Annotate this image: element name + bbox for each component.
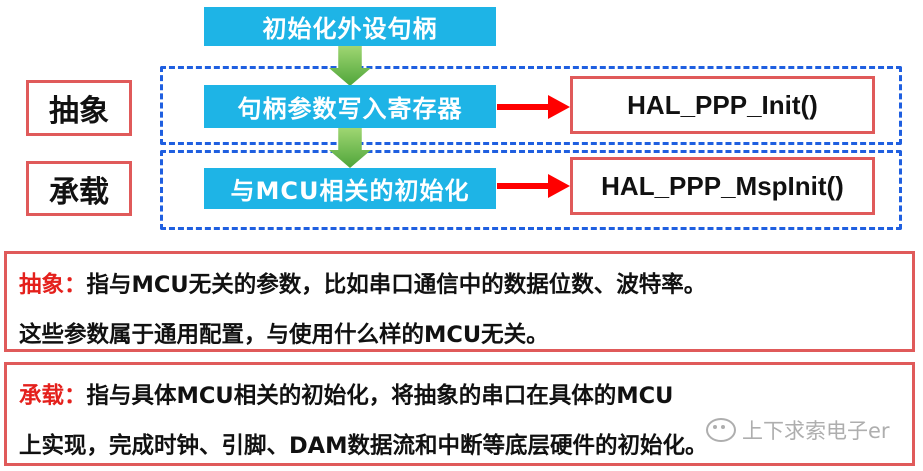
desc-abstract-line1: 抽象：指与MCU无关的参数，比如串口通信中的数据位数、波特率。 bbox=[19, 260, 902, 310]
red-arrow-1-head bbox=[548, 95, 570, 119]
wechat-icon bbox=[706, 418, 736, 442]
step-init-handle: 初始化外设句柄 bbox=[204, 7, 496, 46]
label-bearing: 承载 bbox=[26, 161, 132, 216]
red-arrow-2-shaft bbox=[497, 183, 550, 189]
desc-abstract-term: 抽象： bbox=[19, 272, 87, 298]
red-arrow-1-shaft bbox=[497, 104, 550, 110]
desc-bearing: 承载：指与具体MCU相关的初始化，将抽象的串口在具体的MCU 上实现，完成时钟、… bbox=[4, 362, 915, 466]
step-write-registers: 句柄参数写入寄存器 bbox=[204, 85, 496, 128]
func-hal-msp-init: HAL_PPP_MspInit() bbox=[570, 157, 875, 215]
desc-bearing-text1: 指与具体MCU相关的初始化，将抽象的串口在具体的MCU bbox=[86, 383, 674, 409]
red-arrow-2-head bbox=[548, 174, 570, 198]
label-abstract: 抽象 bbox=[26, 80, 132, 136]
step-init-handle-label: 初始化外设句柄 bbox=[262, 15, 438, 43]
abstract-group-box bbox=[160, 66, 902, 145]
func-hal-init: HAL_PPP_Init() bbox=[570, 76, 875, 134]
desc-abstract: 抽象：指与MCU无关的参数，比如串口通信中的数据位数、波特率。 这些参数属于通用… bbox=[4, 251, 915, 352]
desc-abstract-text1: 指与MCU无关的参数，比如串口通信中的数据位数、波特率。 bbox=[86, 272, 707, 298]
watermark-text: 上下求索电子er bbox=[742, 419, 890, 443]
func-hal-init-text: HAL_PPP_Init() bbox=[627, 89, 818, 120]
step-mcu-init-label: 与MCU相关的初始化 bbox=[230, 177, 470, 205]
bearing-group-box bbox=[160, 150, 902, 230]
func-hal-msp-init-text: HAL_PPP_MspInit() bbox=[601, 170, 844, 201]
desc-bearing-line2: 上实现，完成时钟、引脚、DAM数据流和中断等底层硬件的初始化。 bbox=[19, 433, 708, 459]
step-write-registers-label: 句柄参数写入寄存器 bbox=[237, 95, 463, 123]
desc-bearing-term: 承载： bbox=[19, 383, 87, 409]
watermark: 上下求索电子er bbox=[706, 415, 890, 445]
desc-abstract-line2: 这些参数属于通用配置，与使用什么样的MCU无关。 bbox=[19, 322, 549, 348]
desc-bearing-line1: 承载：指与具体MCU相关的初始化，将抽象的串口在具体的MCU bbox=[19, 371, 902, 421]
label-abstract-text: 抽象 bbox=[49, 94, 109, 129]
step-mcu-init: 与MCU相关的初始化 bbox=[204, 168, 496, 209]
label-bearing-text: 承载 bbox=[49, 174, 109, 210]
